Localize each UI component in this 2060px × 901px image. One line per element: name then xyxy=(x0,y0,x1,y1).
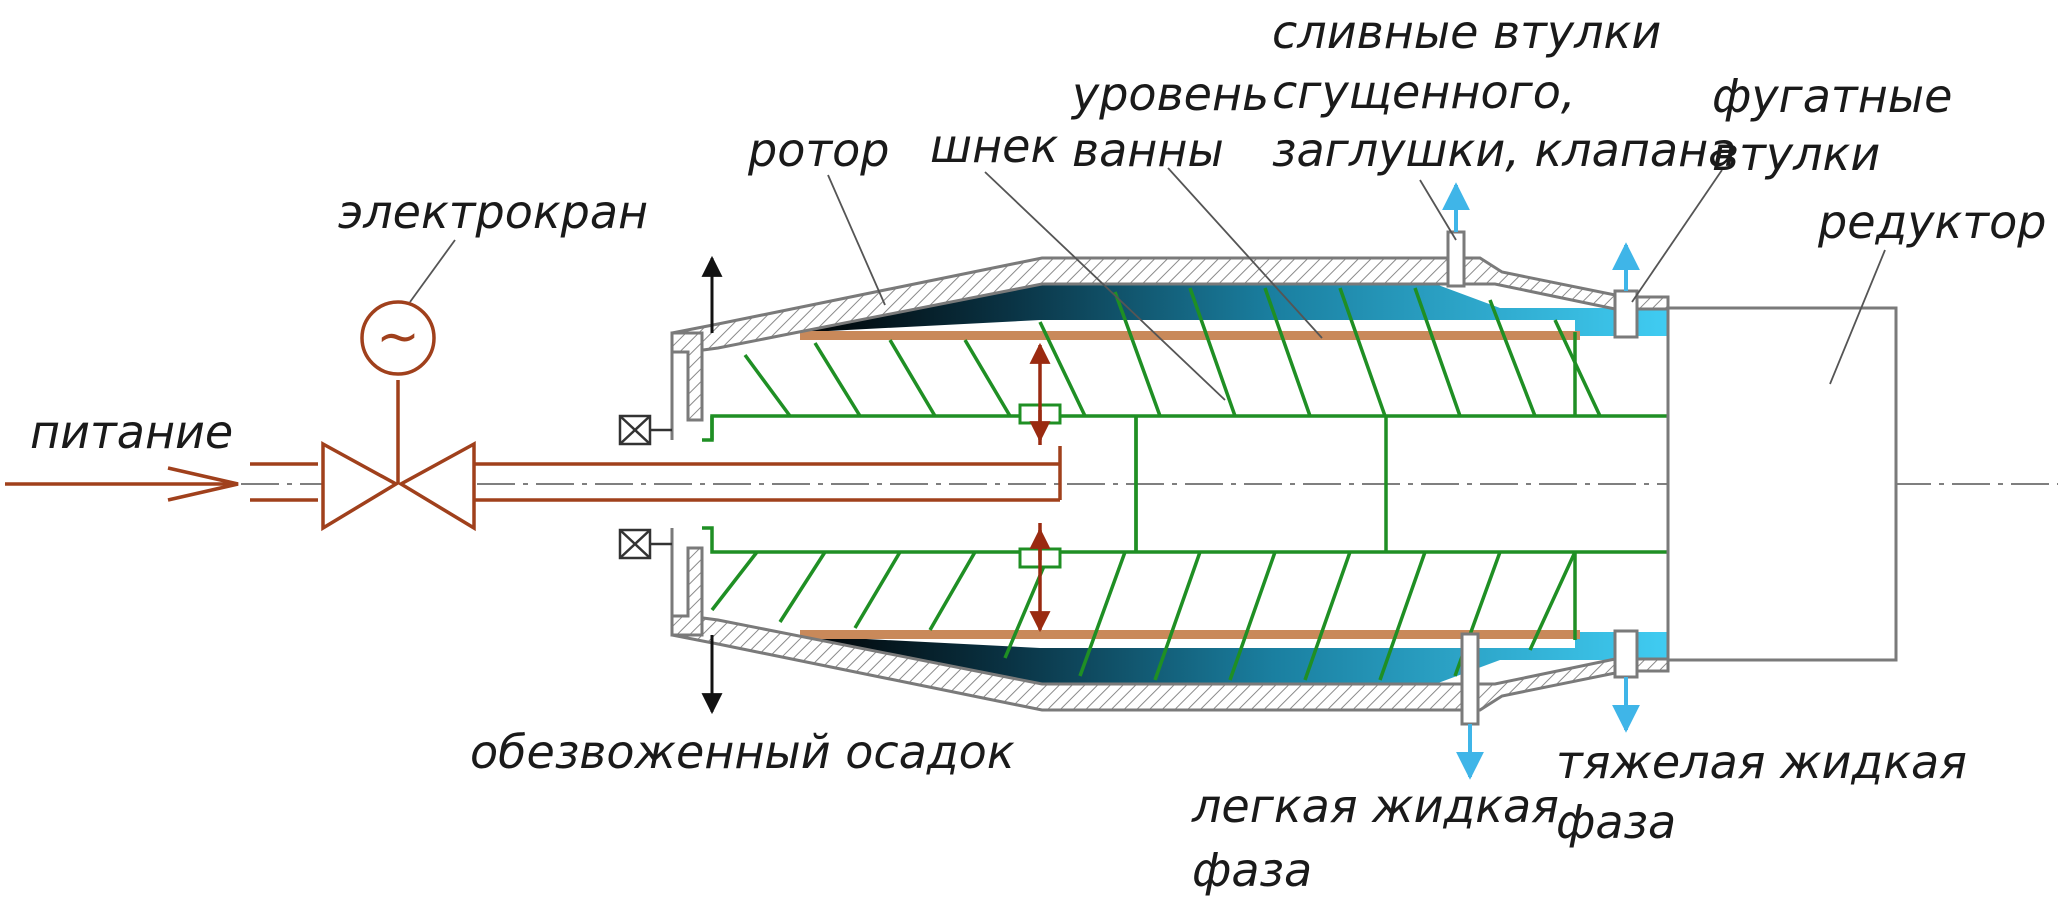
label-drain-3: заглушки, клапана xyxy=(1272,123,1736,177)
bearing-icon xyxy=(618,414,672,560)
liquid-arrows xyxy=(1442,182,1640,780)
solids-layer-bottom xyxy=(800,630,1580,639)
valve-icon: ~ xyxy=(321,300,476,532)
solids-layer-top xyxy=(800,331,1580,340)
label-feed: питание xyxy=(30,405,233,459)
label-drain: сливные втулки сгущенного, заглушки, кла… xyxy=(1272,5,1736,177)
label-pool-level: уровень ванны xyxy=(1070,67,1284,177)
label-centrate-1: фугатные xyxy=(1712,69,1952,123)
liquid-pool-bottom xyxy=(790,632,1668,686)
label-pool-level-1: уровень xyxy=(1070,67,1269,121)
label-heavy-phase-1: тяжелая жидкая xyxy=(1556,735,1967,789)
label-valve: электрокран xyxy=(338,185,648,239)
gearbox xyxy=(1666,306,1898,662)
label-heavy-phase-2: фаза xyxy=(1556,795,1676,849)
liquid-pool-top xyxy=(790,282,1668,336)
label-drain-2: сгущенного, xyxy=(1272,65,1576,119)
label-centrate-2: втулки xyxy=(1712,127,1880,181)
arrow-icon xyxy=(5,466,239,502)
rotor-housing xyxy=(670,256,1670,712)
label-screw: шнек xyxy=(930,119,1058,173)
drain-bushings xyxy=(1446,230,1639,726)
label-heavy-phase: тяжелая жидкая фаза xyxy=(1556,735,1982,849)
label-rotor: ротор xyxy=(747,123,889,177)
label-light-phase-1: легкая жидкая xyxy=(1191,779,1559,833)
label-gearbox: редуктор xyxy=(1817,195,2046,249)
label-drain-1: сливные втулки xyxy=(1272,5,1661,59)
valve-symbol: ~ xyxy=(376,307,420,367)
label-centrate: фугатные втулки xyxy=(1712,69,1967,181)
leader-lines xyxy=(409,167,1886,401)
label-sediment: обезвоженный осадок xyxy=(470,725,1015,779)
feed-pipe xyxy=(250,446,1062,502)
motor-symbol-icon xyxy=(360,300,436,376)
label-light-phase-2: фаза xyxy=(1192,843,1312,897)
label-pool-level-2: ванны xyxy=(1072,123,1224,177)
label-light-phase: легкая жидкая фаза xyxy=(1191,779,1574,897)
